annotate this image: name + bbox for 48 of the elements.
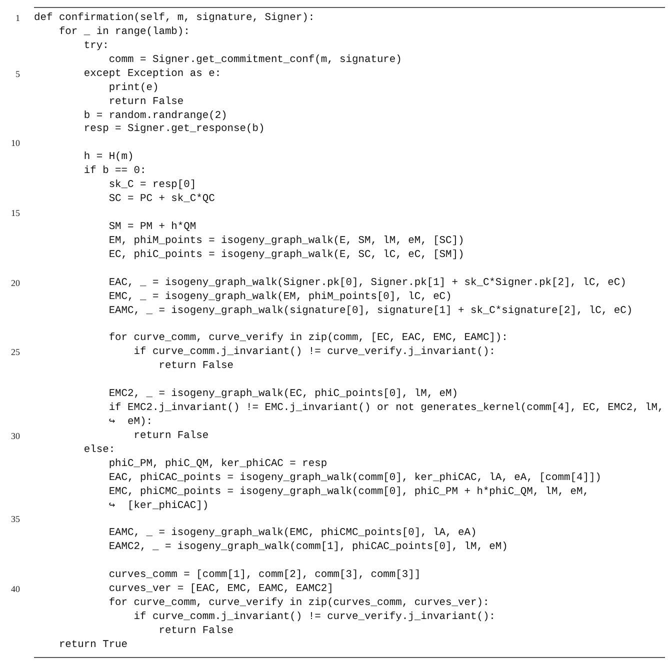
code-line: EC, phiC_points = isogeny_graph_walk(E, SC, lC, eC, [SM]) [108,248,464,262]
code-line: EMC, _ = isogeny_graph_walk(EM, phiM_points[0], lC, eC) [108,290,452,304]
line-number: 5 [14,68,20,81]
code-line: return False [132,428,209,443]
code-line: return False [158,359,234,374]
code-line: EM, phiM_points = isogeny_graph_walk(E, SM, lM, eM, [SC]) [108,234,464,248]
code-line: print(e) [108,80,159,95]
code-line: def confirmation(self, m, signature, Signer): [34,11,315,25]
code-line: EAMC, _ = isogeny_graph_walk(signature[0], signature[1] + sk_C*signature[2], lC, eC) [108,304,633,318]
code-line: sk_C = resp[0] [108,178,196,192]
code-line: b = random.randrange(2) [82,108,228,122]
code-line: EMC, phiCMC_points = isogeny_graph_walk(comm[0], phiC_PM + h*phiC_QM, lM, eM, [108,484,589,499]
line-number: 10 [10,137,20,150]
line-number: 1 [14,12,20,25]
code-line: except Exception as e: [82,66,222,81]
line-number: 40 [10,583,20,596]
code-line: ↪ [ker_phiCAC]) [108,498,209,513]
code-line: if b == 0: [82,164,146,178]
code-line: curves_ver = [EAC, EMC, EAMC, EAMC2] [108,582,334,596]
line-number: 15 [10,207,20,220]
code-line: EAC, phiCAC_points = isogeny_graph_walk(comm[0], ker_phiCAC, lA, eA, [comm[4]]) [108,470,602,485]
code-line: curves_comm = [comm[1], comm[2], comm[3], comm[3]] [108,568,421,582]
line-number: 20 [10,276,20,290]
code-line: if curve_comm.j_invariant() != curve_verify.j_invariant(): [132,345,496,360]
code-line: EAMC, _ = isogeny_graph_walk(EMC, phiCMC_points[0], lA, eA) [108,526,477,540]
code-line: ↪ eM): [108,414,152,429]
line-number: 30 [10,430,20,443]
code-line: for curve_comm, curve_verify in zip(comm, [EC, EAC, EMC, EAMC]): [108,331,508,346]
code-line: if curve_comm.j_invariant() != curve_verify.j_invariant(): [132,610,496,624]
code-line: if EMC2.j_invariant() != EMC.j_invariant() or not generates_kernel(comm[4], EC, EMC2, lM, [108,401,664,416]
code-line: EAC, _ = isogeny_graph_walk(Signer.pk[0], Signer.pk[1] + sk_C*Signer.pk[2], lC, eC) [108,276,626,290]
code-line: EMC2, _ = isogeny_graph_walk(EC, phiC_points[0], lM, eM) [108,387,458,402]
line-number: 25 [10,346,20,360]
line-number: 35 [10,513,20,526]
code-line: SC = PC + sk_C*QC [108,192,215,206]
code-line: resp = Signer.get_response(b) [82,122,265,136]
code-line: return False [108,94,184,109]
code-line: SM = PM + h*QM [108,220,196,234]
code-line: h = H(m) [82,150,134,164]
code-line: for _ in range(lamb): [58,24,190,39]
code-line: phiC_PM, phiC_QM, ker_phiCAC = resp [108,456,328,471]
code-line: EAMC2, _ = isogeny_graph_walk(comm[1], phiCAC_points[0], lM, eM) [108,540,508,554]
code-line: return True [58,638,128,652]
code-line: for curve_comm, curve_verify in zip(curves_comm, curves_ver): [108,596,490,610]
code-line: else: [82,442,116,457]
code-line: comm = Signer.get_commitment_conf(m, signature) [108,52,402,67]
code-line: try: [82,38,109,53]
code-line: return False [158,624,234,638]
